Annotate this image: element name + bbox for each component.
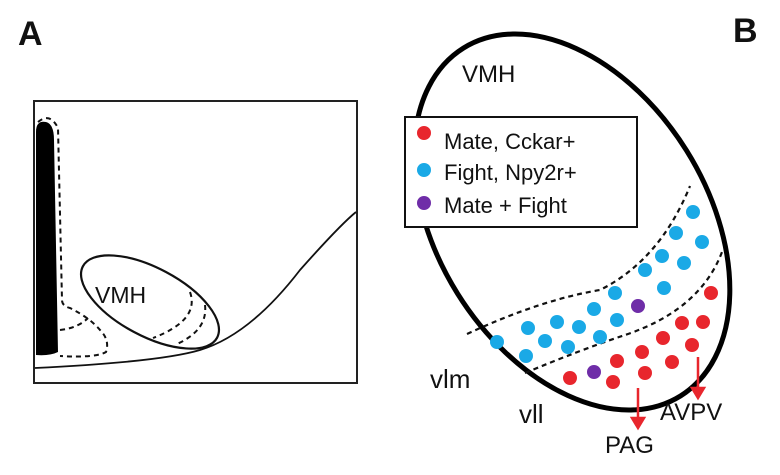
arrow-avpv-head: [689, 386, 707, 401]
fight-cell-dot: [657, 281, 671, 295]
vll-label: vll: [519, 399, 544, 429]
fight-cell-dot: [587, 302, 601, 316]
projection-arrows: [629, 357, 707, 431]
mate-cell-dot: [704, 286, 718, 300]
fight-cell-dot: [519, 349, 533, 363]
fight-cell-dot: [561, 340, 575, 354]
legend-box: [404, 116, 638, 228]
fight-cell-dot: [593, 330, 607, 344]
arrow-pag-head: [629, 416, 647, 431]
dashed-boundary-a1: [37, 117, 109, 358]
mate-fight-cell-dot: [631, 299, 645, 313]
panel-a-frame: [33, 100, 358, 384]
dashed-boundary-a2: [59, 317, 89, 331]
mate-cell-dot: [675, 316, 689, 330]
mate-cell-dot: [656, 331, 670, 345]
mate-cell-dot: [635, 345, 649, 359]
dashed-boundary-vll: [524, 251, 724, 375]
third-ventricle: [36, 121, 58, 356]
fight-cell-dot: [686, 205, 700, 219]
avpv-label: AVPV: [660, 399, 722, 426]
fight-cell-dot: [521, 321, 535, 335]
legend-label-mate: Mate, Cckar+: [444, 129, 575, 154]
fight-cell-dot: [608, 286, 622, 300]
legend-marker-both: [417, 196, 431, 210]
dashed-subregion-a2: [176, 304, 207, 345]
fight-cell-dot: [572, 320, 586, 334]
fight-cell-dot: [669, 226, 683, 240]
panel-a-label: A: [18, 15, 43, 53]
vmh-label-a: VMH: [95, 282, 146, 308]
dashed-subregion-a1: [152, 291, 193, 339]
fight-cell-dot: [677, 256, 691, 270]
mate-cell-dot: [685, 338, 699, 352]
panel-b-label: B: [733, 12, 758, 50]
mate-cell-dot: [665, 355, 679, 369]
vlm-label: vlm: [430, 364, 470, 394]
fight-cell-dot: [695, 235, 709, 249]
legend-label-both: Mate + Fight: [444, 193, 567, 218]
fight-cell-dot: [550, 315, 564, 329]
legend-label-fight: Fight, Npy2r+: [444, 160, 577, 185]
mate-cell-dot: [638, 366, 652, 380]
vmh-outline-a: [79, 254, 221, 350]
dashed-boundary-vlm: [466, 185, 692, 335]
fight-cell-dot: [610, 313, 624, 327]
ventral-surface: [34, 211, 357, 369]
fight-cell-dot: [655, 249, 669, 263]
mate-fight-cell-dot: [587, 365, 601, 379]
mate-cell-dot: [696, 315, 710, 329]
pag-label: PAG: [605, 432, 654, 459]
vmh-label-b: VMH: [462, 61, 515, 88]
fight-cell-dot: [538, 334, 552, 348]
mate-cell-dot: [610, 354, 624, 368]
legend-marker-fight: [417, 163, 431, 177]
fight-cell-dot: [490, 335, 504, 349]
legend: Mate, Cckar+ Fight, Npy2r+ Mate + Fight: [404, 116, 638, 228]
vmh-outline-b: [411, 31, 733, 413]
fight-cell-dot: [638, 263, 652, 277]
mate-cell-dot: [606, 375, 620, 389]
mate-cell-dot: [563, 371, 577, 385]
cell-dots: [490, 205, 718, 389]
legend-marker-mate: [417, 126, 431, 140]
